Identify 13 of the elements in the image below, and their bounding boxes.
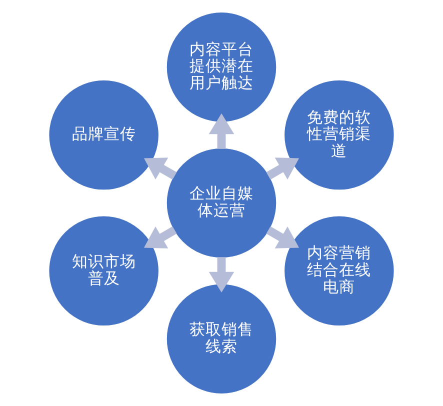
arrow — [144, 158, 177, 180]
node-circle: 免费的软性营销渠道 — [284, 80, 394, 190]
arrow — [208, 113, 234, 149]
arrow — [266, 158, 300, 180]
arrow — [208, 257, 234, 293]
node-circle: 品牌宣传 — [49, 80, 158, 190]
node-circle: 获取销售线索 — [166, 284, 276, 394]
arrow — [266, 226, 300, 248]
node-circle: 内容营销结合在线电商 — [284, 216, 394, 326]
node-circle: 内容平台提供潜在用户触达 — [166, 12, 276, 122]
arrow — [144, 226, 177, 248]
node-circle: 企业自媒体运营 — [166, 148, 276, 258]
node-circle: 知识市场普及 — [49, 216, 158, 326]
